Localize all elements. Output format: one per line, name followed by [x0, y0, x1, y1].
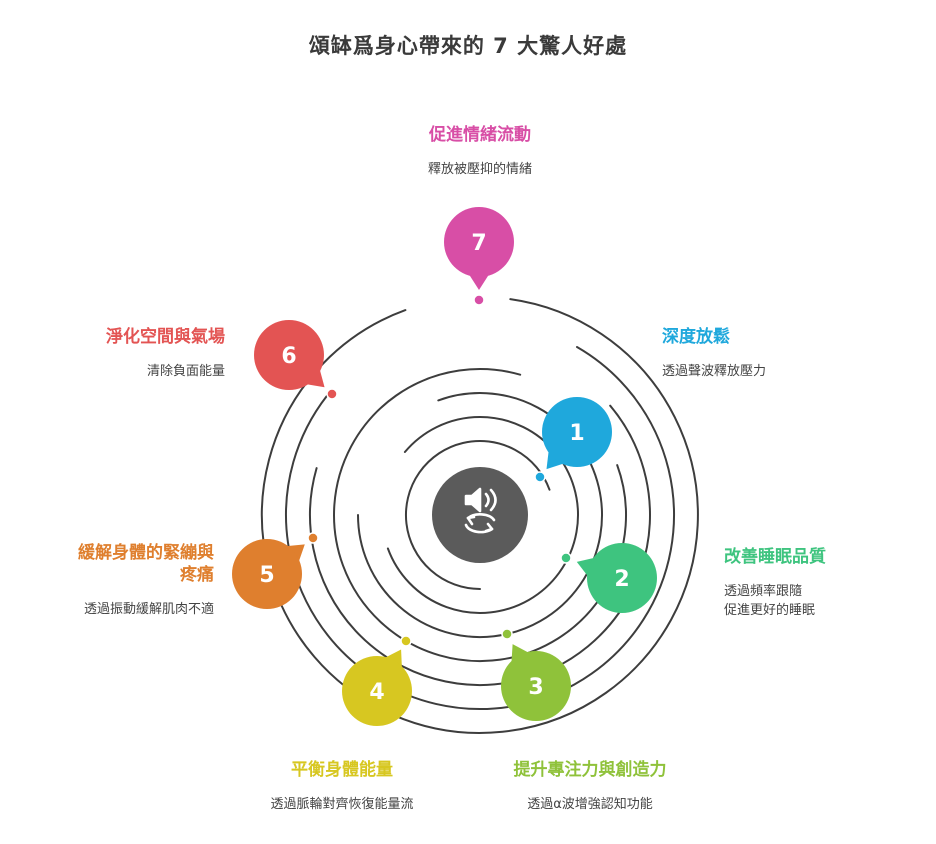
ring-6 — [386, 416, 579, 614]
ring-1 — [260, 298, 699, 734]
benefit-title-5: 緩解身體的緊繃與 — [78, 543, 214, 563]
connector-dot-1 — [534, 471, 546, 483]
benefit-desc-7: 釋放被壓抑的情緒 — [427, 162, 532, 177]
benefit-label-1: 深度放鬆 透過聲波釋放壓力 — [662, 326, 766, 381]
connector-dot-4 — [400, 635, 412, 647]
benefit-number-2: 2 — [614, 567, 629, 592]
benefit-title-5-line2: 疼痛 — [180, 565, 214, 585]
sound-cycle-icon — [464, 487, 497, 534]
benefit-title-6: 淨化空間與氣場 — [106, 327, 225, 347]
benefit-number-4: 4 — [369, 680, 384, 705]
benefit-number-7: 7 — [471, 231, 486, 256]
ring-5 — [357, 392, 603, 639]
ring-7 — [405, 440, 551, 590]
benefit-title-4: 平衡身體能量 — [291, 760, 393, 780]
benefit-title-3: 提升專注力與創造力 — [513, 760, 667, 780]
benefit-bubble-6 — [254, 320, 324, 390]
benefit-desc-5: 透過振動緩解肌肉不適 — [83, 602, 214, 617]
connector-dot-6 — [326, 388, 338, 400]
benefit-bubble-5 — [232, 539, 302, 609]
benefit-label-7: 促進情緒流動 釋放被壓抑的情緒 — [360, 124, 600, 179]
benefit-number-3: 3 — [528, 675, 543, 700]
benefit-label-3: 提升專注力與創造力 透過α波增強認知功能 — [470, 759, 710, 814]
benefit-bubble-2 — [587, 543, 657, 613]
benefit-title-2: 改善睡眠品質 — [724, 547, 826, 567]
connector-dot-7 — [473, 294, 485, 306]
benefit-label-4: 平衡身體能量 透過脈輪對齊恢復能量流 — [222, 759, 462, 814]
benefit-bubble-1 — [542, 397, 612, 467]
connector-dot-3 — [501, 628, 513, 640]
benefit-bubble-7 — [444, 207, 514, 277]
connector-dot-2 — [560, 552, 572, 564]
benefit-label-6: 淨化空間與氣場 清除負面能量 — [20, 326, 225, 381]
benefit-desc-4: 透過脈輪對齊恢復能量流 — [270, 797, 414, 812]
benefit-desc-1: 透過聲波釋放壓力 — [662, 364, 767, 379]
benefit-desc-6: 清除負面能量 — [146, 364, 225, 379]
benefit-desc-2: 透過頻率跟隨 促進更好的睡眠 — [724, 584, 816, 618]
connector-dot-5 — [307, 532, 319, 544]
page-title: 頌缽爲身心帶來的 7 大驚人好處 — [308, 34, 628, 58]
benefit-bubbles: 1 2 3 4 5 6 7 — [232, 207, 657, 726]
benefit-number-6: 6 — [281, 344, 296, 369]
benefit-number-1: 1 — [569, 421, 584, 446]
benefit-bubble-4 — [342, 656, 412, 726]
benefit-label-2: 改善睡眠品質 透過頻率跟隨 促進更好的睡眠 — [724, 546, 826, 620]
benefit-label-5: 緩解身體的緊繃與 疼痛 透過振動緩解肌肉不適 — [20, 542, 214, 619]
benefit-title-7: 促進情緒流動 — [429, 125, 531, 145]
benefit-desc-3: 透過α波增強認知功能 — [527, 797, 653, 812]
benefit-bubble-3 — [501, 651, 571, 721]
connector-dots — [307, 294, 572, 647]
benefit-number-5: 5 — [259, 563, 274, 588]
benefit-title-1: 深度放鬆 — [662, 327, 730, 347]
